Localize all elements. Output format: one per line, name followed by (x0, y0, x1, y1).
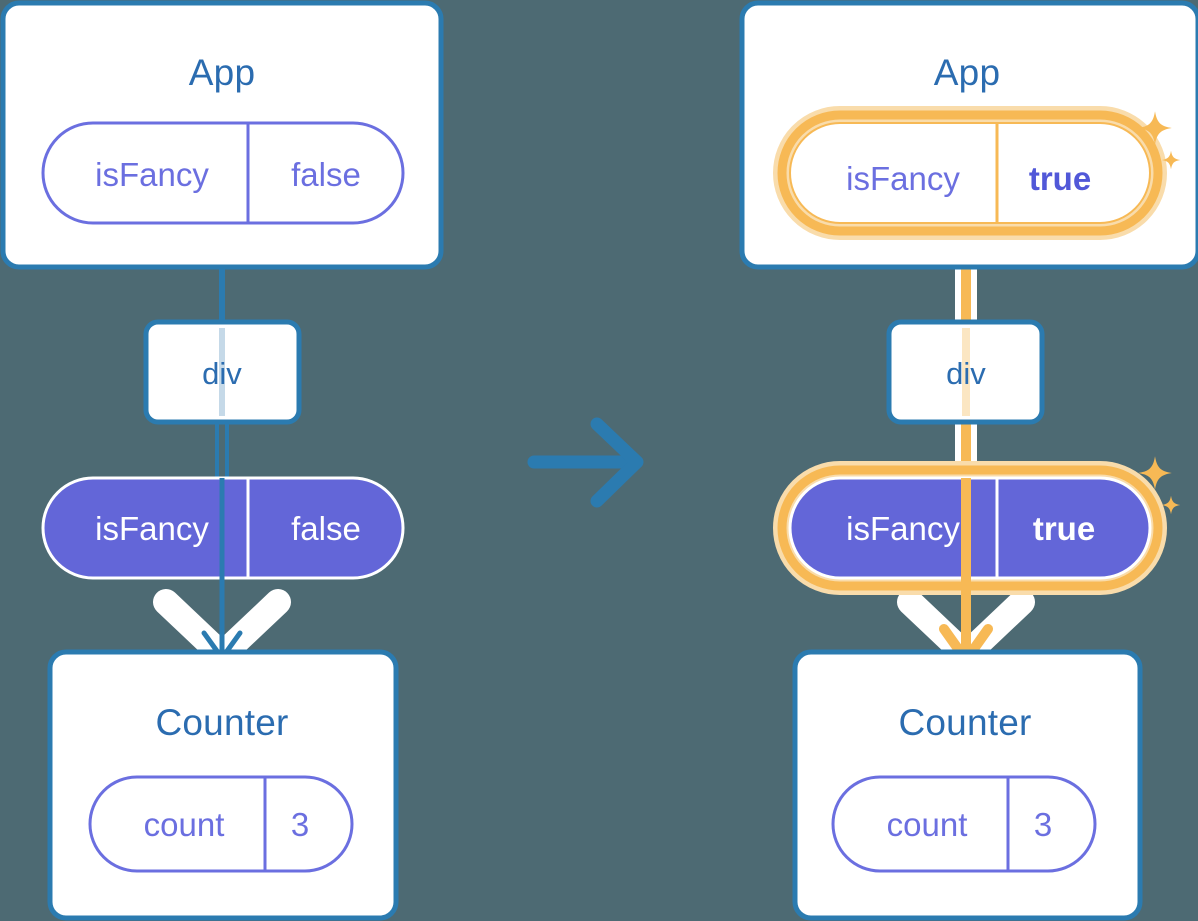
pill-app-isfancy-left (41, 121, 405, 225)
highlight-ring-app-right (777, 110, 1163, 236)
arrow-right-icon (527, 417, 644, 508)
pill-app-isfancy-right (789, 122, 1151, 224)
pill-counter-count-right (831, 775, 1097, 873)
pill-counter-count-left (88, 775, 354, 873)
